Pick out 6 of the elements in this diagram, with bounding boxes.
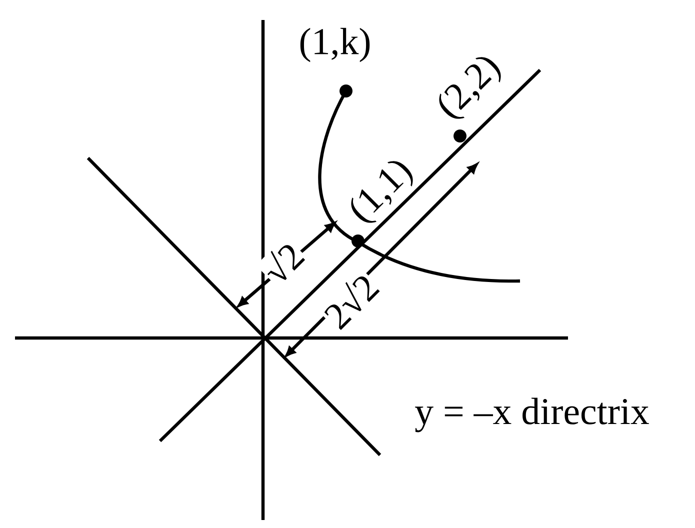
point-label: (1,1) xyxy=(351,161,413,223)
dimension-label: 2√2 xyxy=(317,267,383,333)
dimension-label: √2 xyxy=(256,236,308,288)
point-label: (1,k) xyxy=(300,28,370,62)
point-label: (2,2) xyxy=(439,57,501,119)
line-label: y = –x directrix xyxy=(415,398,649,432)
